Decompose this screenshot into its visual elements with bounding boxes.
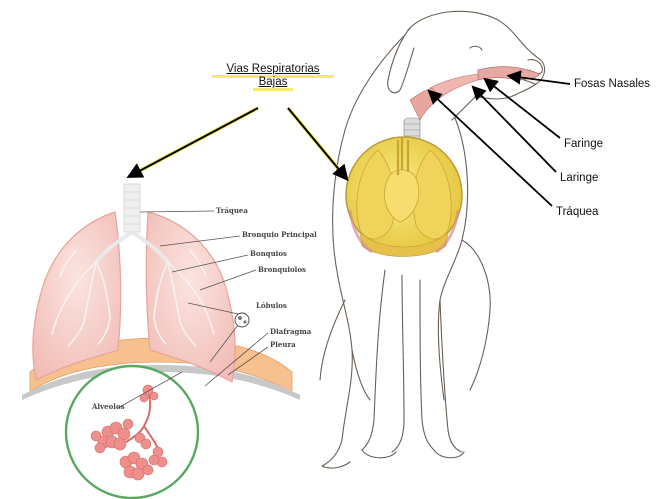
title-arrows <box>130 108 346 178</box>
lung-label-diafragma: Diafragma <box>270 328 311 336</box>
lung-label-bronquio-principal: Bronquio Principal <box>242 231 317 239</box>
lung-label-bronquiolos: Bronquiolos <box>258 266 306 274</box>
title-line-2: Bajas <box>212 76 334 89</box>
label-traquea: Tráquea <box>556 206 598 219</box>
lung-label-pleura: Pleura <box>270 341 296 349</box>
diagram-title: Vias Respiratorias Bajas <box>212 63 334 89</box>
alveoli-circle <box>66 366 198 498</box>
label-faringe: Faringe <box>564 138 603 151</box>
lung-label-traquea: Tráquea <box>216 207 248 215</box>
label-laringe: Laringe <box>560 172 598 185</box>
lung-label-bronquios: Bonquios <box>250 250 287 258</box>
lung-label-lobulos: Lóbulos <box>256 302 287 310</box>
lung-label-alveolos: Alveolos <box>92 403 125 411</box>
title-line-1: Vias Respiratorias <box>212 63 334 76</box>
chest-magnifier <box>346 137 462 257</box>
label-fosas-nasales: Fosas Nasales <box>574 78 650 91</box>
lobule-icon <box>235 313 249 327</box>
